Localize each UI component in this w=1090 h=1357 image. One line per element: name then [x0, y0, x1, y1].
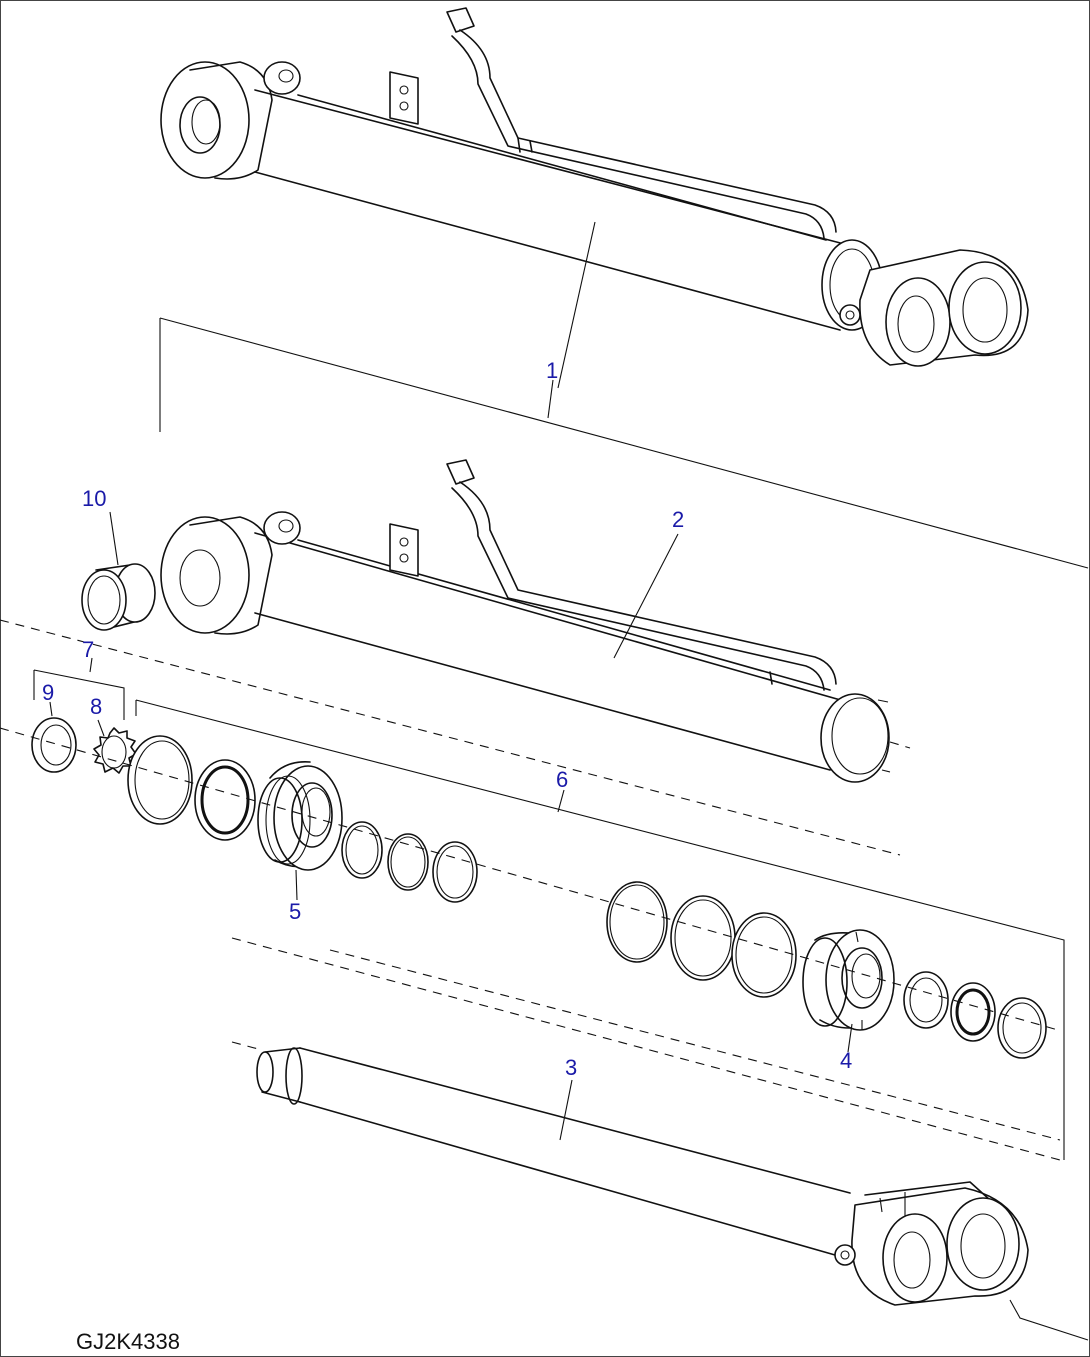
callout-5: 5 [289, 899, 301, 924]
callout-9: 9 [42, 680, 54, 705]
callout-4: 4 [840, 1048, 852, 1073]
callout-7: 7 [82, 637, 94, 662]
callout-6: 6 [556, 767, 568, 792]
drawing-code: GJ2K4338 [76, 1329, 180, 1354]
leader-lines [49, 221, 853, 1141]
cylinder-tube-assembly-2 [160, 459, 911, 783]
bushing-10 [81, 563, 156, 631]
callout-10: 10 [82, 486, 106, 511]
seal-kit-left-group [31, 717, 478, 903]
callout-2: 2 [672, 507, 684, 532]
callout-3: 3 [565, 1055, 577, 1080]
piston-rod-3 [256, 1047, 1029, 1306]
piston-group-4 [606, 881, 1047, 1059]
callout-8: 8 [90, 694, 102, 719]
cylinder-assembly-1 [160, 7, 1029, 367]
bracket-lines [0, 317, 1089, 1341]
callout-labels: 1 2 3 4 5 6 7 8 9 10 [42, 358, 852, 1080]
callout-1: 1 [546, 358, 558, 383]
